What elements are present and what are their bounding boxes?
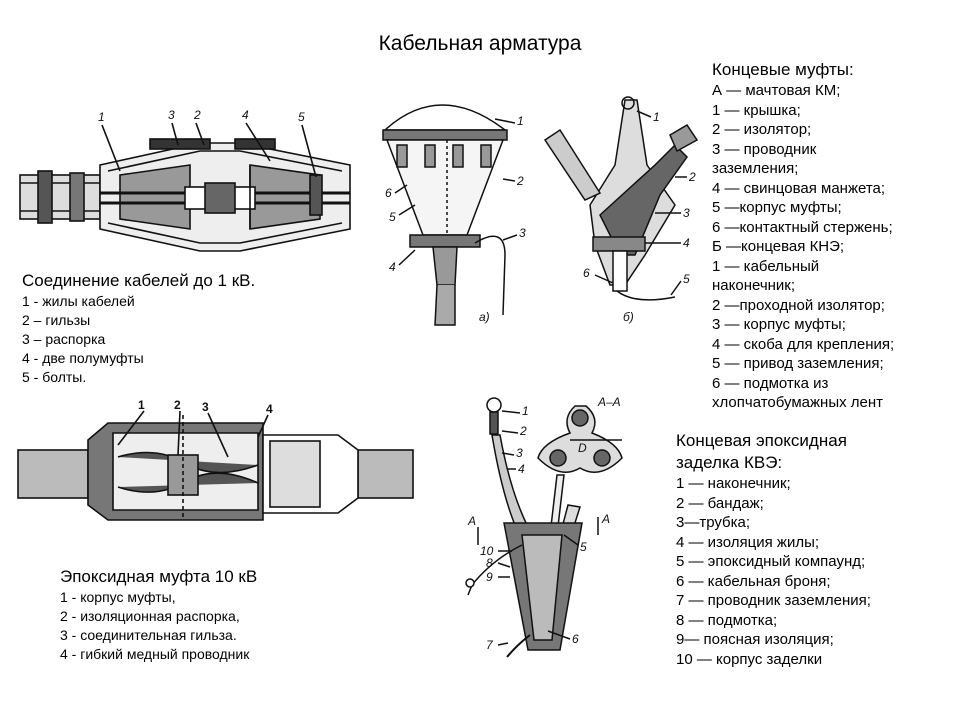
- joint-1kv-item: 5 - болты.: [22, 369, 87, 385]
- end-sleeves-item: 5 — привод заземления;: [712, 355, 884, 372]
- callout-2: 2: [519, 424, 527, 438]
- epoxy-termination-item: 4 — изоляция жилы;: [676, 533, 820, 551]
- dimension-d-label: D: [578, 441, 587, 455]
- callout-b5: 5: [683, 272, 690, 286]
- callout-4: 4: [518, 462, 525, 476]
- epoxy-termination-heading-1: Концевая эпоксидная: [676, 431, 847, 450]
- end-sleeves-item: Б —концевая КНЭ;: [712, 238, 845, 255]
- section-aa-diagram: А–А D: [537, 395, 623, 473]
- callout-5: 5: [580, 540, 587, 554]
- end-sleeves-item: А — мачтовая КМ;: [712, 82, 841, 99]
- callout-b1: 1: [653, 110, 660, 124]
- callout-5: 5: [298, 110, 305, 124]
- end-sleeves-item: заземления;: [712, 160, 799, 177]
- callout-b6: 6: [583, 266, 590, 280]
- epoxy-termination-item: 9— поясная изоляция;: [676, 631, 834, 648]
- end-sleeves-item: 5 —корпус муфты;: [712, 199, 842, 216]
- epoxy-joint-item: 1 - корпус муфты,: [60, 589, 176, 605]
- joint-1kv-item: 1 - жилы кабелей: [22, 293, 135, 309]
- epoxy-termination-item: 5 — эпоксидный компаунд;: [676, 553, 866, 570]
- callout-b3: 3: [683, 206, 690, 220]
- joint-1kv-item: 3 – распорка: [22, 331, 106, 347]
- callout-a2: 2: [516, 174, 524, 188]
- epoxy-termination-legend: Концевая эпоксидная заделка КВЭ: 1 — нак…: [676, 430, 871, 669]
- callout-a1: 1: [517, 114, 524, 128]
- epoxy-termination-heading-2: заделка КВЭ:: [676, 453, 783, 472]
- epoxy-termination-item: 2 — бандаж;: [676, 494, 764, 512]
- end-sleeves-item: 2 —проходной изолятор;: [712, 296, 885, 314]
- end-sleeves-item: 3 — корпус муфты;: [712, 316, 846, 333]
- joint-1kv-item: 2 – гильзы: [22, 312, 91, 328]
- end-sleeves-item: 6 —контактный стержень;: [712, 218, 893, 236]
- epoxy-joint-diagram: 1 2 3 4: [17, 398, 414, 521]
- callout-3: 3: [168, 108, 175, 122]
- section-aa-label: А–А: [597, 395, 621, 409]
- callout-3: 3: [202, 400, 209, 414]
- callout-8: 8: [486, 556, 493, 570]
- end-sleeves-item: хлопчатобумажных лент: [712, 394, 884, 411]
- epoxy-joint-item: 2 - изоляционная распорка,: [60, 608, 240, 624]
- end-sleeves-item: 4 — скоба для крепления;: [712, 335, 895, 353]
- callout-2: 2: [193, 108, 201, 122]
- callout-4: 4: [242, 108, 249, 122]
- callout-1: 1: [522, 404, 529, 418]
- end-sleeves-item: 4 — свинцовая манжета;: [712, 179, 886, 197]
- end-sleeves-item: 1 — кабельный: [712, 257, 820, 275]
- end-sleeves-item: 1 — крышка;: [712, 101, 801, 119]
- callout-3: 3: [516, 446, 523, 460]
- label-b: б): [623, 310, 634, 324]
- end-sleeves-item: наконечник;: [712, 277, 796, 294]
- end-sleeves-legend: Концевые муфты: А — мачтовая КМ; 1 — кры…: [712, 59, 894, 413]
- end-sleeves-heading: Концевые муфты:: [712, 60, 854, 79]
- joint-1kv-legend: Соединение кабелей до 1 кВ. 1 - жилы каб…: [22, 270, 255, 387]
- epoxy-joint-item: 3 - соединительная гильза.: [60, 627, 237, 643]
- epoxy-termination-item: 6 — кабельная броня;: [676, 572, 831, 590]
- joint-1kv-heading: Соединение кабелей до 1 кВ.: [22, 271, 256, 290]
- section-mark-right: А: [601, 512, 610, 526]
- end-sleeves-diagram: 1 2 3 4 5 6 а) 1 2 3 4 5 6 б): [382, 96, 699, 326]
- callout-a3: 3: [519, 226, 526, 240]
- end-sleeves-item: 6 — подмотка из: [712, 374, 829, 392]
- callout-1: 1: [98, 110, 105, 124]
- callout-4: 4: [266, 402, 273, 416]
- label-a: а): [479, 310, 490, 324]
- callout-9: 9: [486, 570, 493, 584]
- epoxy-termination-item: 10 — корпус заделки: [676, 650, 823, 668]
- epoxy-termination-diagram: 1 2 3 4 5 10 8 9 6 7 А А: [465, 397, 610, 658]
- callout-10: 10: [480, 544, 494, 558]
- end-sleeves-item: 3 — проводник: [712, 140, 817, 158]
- section-mark-left: А: [467, 514, 476, 528]
- epoxy-termination-item: 7 — проводник заземления;: [676, 592, 871, 609]
- callout-6: 6: [572, 632, 579, 646]
- epoxy-joint-heading: Эпоксидная муфта 10 кВ: [60, 567, 258, 586]
- callout-b4: 4: [683, 236, 690, 250]
- callout-a6: 6: [385, 186, 392, 200]
- callout-a4: 4: [389, 260, 396, 274]
- epoxy-termination-item: 3—трубка;: [676, 514, 751, 531]
- callout-b2: 2: [688, 170, 696, 184]
- epoxy-termination-item: 8 — подмотка;: [676, 611, 778, 629]
- end-sleeves-item: 2 — изолятор;: [712, 121, 812, 138]
- joint-1kv-diagram: 1 3 2 4 5: [19, 108, 351, 252]
- callout-7: 7: [486, 638, 494, 652]
- epoxy-joint-legend: Эпоксидная муфта 10 кВ 1 - корпус муфты,…: [60, 566, 257, 664]
- callout-2: 2: [174, 398, 181, 412]
- epoxy-joint-item: 4 - гибкий медный проводник: [60, 646, 250, 662]
- epoxy-termination-item: 1 — наконечник;: [676, 475, 791, 492]
- joint-1kv-item: 4 - две полумуфты: [22, 350, 144, 366]
- callout-1: 1: [138, 398, 145, 412]
- callout-a5: 5: [389, 210, 396, 224]
- page-title: Кабельная арматура: [378, 32, 582, 55]
